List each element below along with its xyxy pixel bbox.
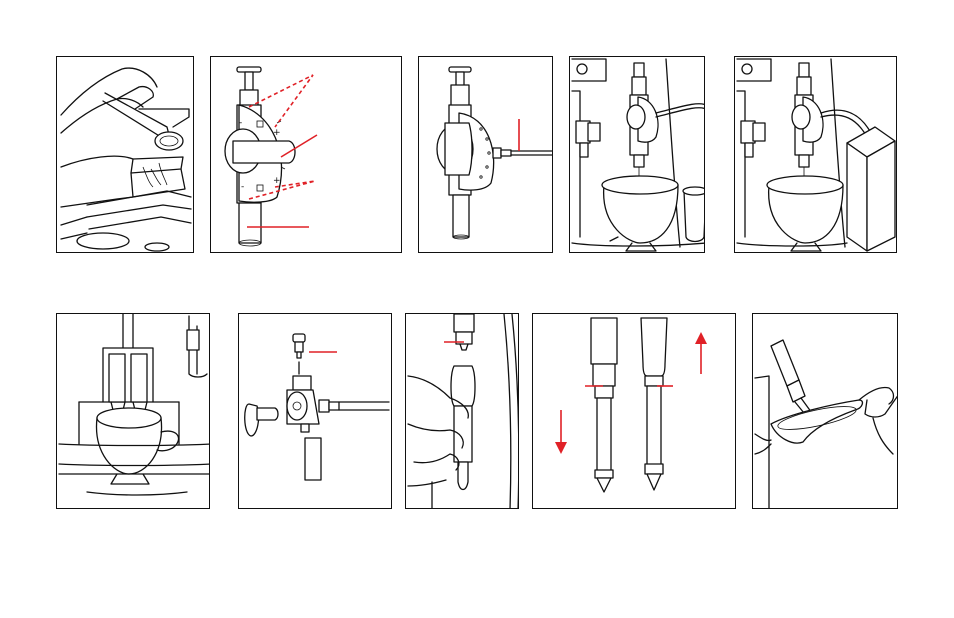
nozzle-positions-illustration bbox=[533, 314, 736, 509]
two-cups-illustration bbox=[57, 314, 210, 509]
minus-symbol-top: - bbox=[239, 118, 242, 128]
clean-frother-illustration bbox=[753, 314, 898, 509]
ground-coffee-illustration bbox=[57, 57, 194, 253]
frother-disassembly-illustration bbox=[239, 314, 392, 509]
panel-dispense-two-cups bbox=[56, 313, 210, 509]
panel-frother-disassembly bbox=[238, 313, 392, 509]
plus-symbol-bottom: + bbox=[273, 176, 281, 186]
panel-frother-hose-connected bbox=[418, 56, 553, 253]
panel-remove-frother-from-nozzle bbox=[405, 313, 519, 509]
frother-hose-illustration bbox=[419, 57, 553, 253]
panel-froth-milk-from-glass bbox=[569, 56, 705, 253]
plus-symbol-top: + bbox=[273, 128, 281, 138]
panel-cappuccino-frother-parts: - + - + bbox=[210, 56, 402, 253]
panel-froth-milk-from-carton bbox=[734, 56, 897, 253]
panel-fill-ground-coffee bbox=[56, 56, 194, 253]
panel-clean-frother bbox=[752, 313, 898, 509]
froth-carton-illustration bbox=[735, 57, 897, 253]
minus-symbol-bottom: - bbox=[241, 182, 244, 192]
froth-glass-illustration bbox=[570, 57, 705, 253]
panel-frother-nozzle-positions bbox=[532, 313, 736, 509]
remove-frother-illustration bbox=[406, 314, 519, 509]
frother-parts-illustration: - + - + bbox=[211, 57, 402, 253]
